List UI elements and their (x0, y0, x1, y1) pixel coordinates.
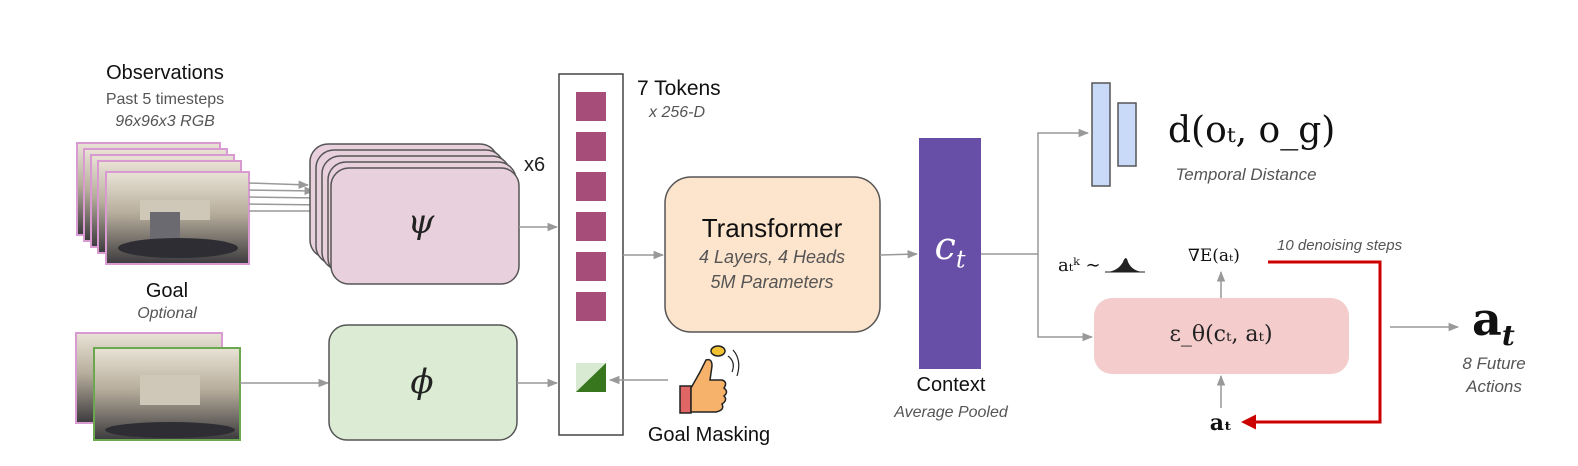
observation-tokens (576, 92, 606, 321)
observation-images (76, 142, 250, 265)
input-action-symbol: aₜ (1209, 410, 1233, 436)
tokens-dimension: x 256-D (649, 104, 706, 121)
observation-frame (105, 171, 250, 265)
tokens-title: 7 Tokens (637, 77, 721, 100)
observations-resolution: 96x96x3 RGB (115, 113, 215, 130)
gaussian-noise-icon (1105, 258, 1145, 273)
goal-masking-label: Goal Masking (647, 424, 771, 446)
token (576, 252, 606, 281)
transformer-to-context-arrow (879, 250, 919, 259)
goal-subtitle: Optional (137, 305, 197, 322)
output-actions-line2: Actions (1466, 377, 1522, 396)
observations-timesteps: Past 5 timesteps (105, 91, 225, 108)
output-actions-line1: 8 Future (1462, 354, 1526, 373)
token (576, 212, 606, 241)
goal-encoder-symbol: ϕ (410, 362, 434, 402)
token (576, 292, 606, 321)
observations-title: Observations (106, 62, 224, 84)
noise-network-formula: ε_θ(cₜ, aₜ) (1169, 322, 1273, 347)
energy-gradient: ∇E(aₜ) (1188, 246, 1240, 266)
noise-sample-formula: aₜᵏ ∼ (1058, 255, 1101, 276)
output-action-symbol: at (1472, 292, 1515, 353)
goal-title: Goal (145, 280, 189, 302)
goal-images (75, 332, 241, 441)
denoising-steps-label: 10 denoising steps (1277, 237, 1403, 254)
context-output-arrows (981, 128, 1094, 342)
context-symbol: ct (934, 224, 966, 274)
transformer-layers: 4 Layers, 4 Heads (698, 247, 846, 267)
noise-prediction-network (1094, 298, 1349, 374)
distance-formula: d(oₜ, o_g) (1168, 110, 1336, 151)
observation-encoder-symbol: ψ (407, 202, 435, 242)
thumbs-up-coin-icon (679, 345, 740, 414)
context-vector (919, 138, 981, 369)
transformer-title: Transformer (701, 213, 843, 243)
observation-encoder (309, 143, 520, 285)
denoising-loop-arrow (1241, 260, 1382, 430)
token (576, 172, 606, 201)
encoder-stack-count: x6 (524, 154, 546, 176)
token (576, 92, 606, 121)
goal-token (576, 363, 606, 392)
context-label: Context (916, 374, 986, 396)
token (576, 132, 606, 161)
context-sublabel: Average Pooled (894, 404, 1008, 421)
distance-label: Temporal Distance (1175, 165, 1317, 184)
distance-head (1091, 82, 1137, 187)
transformer-parameters: 5M Parameters (710, 272, 834, 292)
